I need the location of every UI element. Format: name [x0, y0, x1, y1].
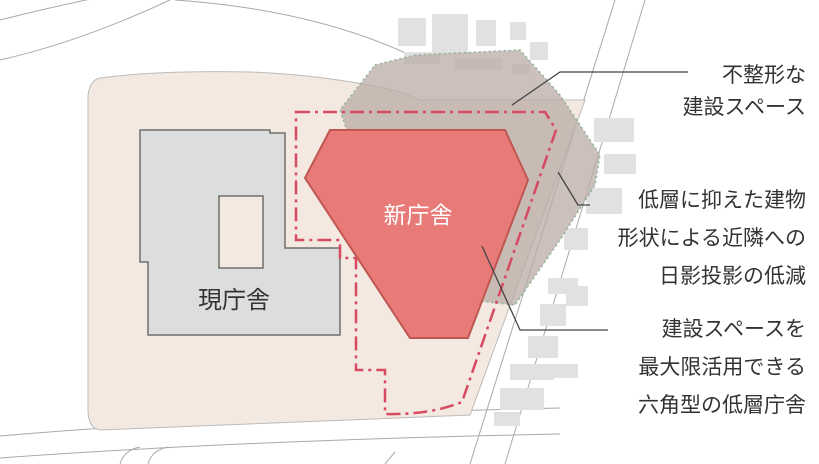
road-bottom-stub-1: [119, 446, 141, 464]
neighbor-building: [540, 304, 566, 326]
road-bottom-2: [0, 433, 561, 459]
neighbor-building: [566, 286, 588, 306]
neighbor-building: [510, 22, 526, 40]
road-bottom-stub-2: [147, 446, 169, 464]
neighbor-building: [548, 364, 578, 378]
new-hall-label: 新庁舎: [384, 203, 453, 229]
leader-lines: [481, 71, 688, 331]
neighbor-building: [510, 364, 554, 380]
new-hall-hexagon: [303, 129, 530, 339]
current-hall-label: 現庁舎: [198, 286, 270, 314]
leader-line-hexagon-design: [481, 245, 608, 331]
new-city-hall: 新庁舎: [303, 129, 530, 339]
annotation-low-rise-shadow-line-2: 形状による近隣への: [618, 226, 806, 250]
road-bottom-stub-3: [384, 451, 396, 464]
current-city-hall: 現庁舎: [139, 129, 341, 336]
leader-line-low-rise-shadow: [557, 171, 590, 206]
neighbor-building: [594, 118, 634, 142]
annotation-hexagon-design-line-3: 六角型の低層庁舎: [638, 393, 806, 417]
neighbor-building: [432, 14, 468, 54]
annotation-low-rise-shadow-line-1: 低層に抑えた建物: [638, 188, 806, 212]
neighbor-building: [564, 228, 588, 250]
annotation-irregular-space-line-1: 不整形な: [722, 63, 806, 87]
annotation-irregular-space-line-2: 建設スペース: [683, 95, 806, 119]
road-upper-arc: [174, 0, 421, 61]
construction-boundary-line: [294, 110, 558, 416]
neighbor-building: [398, 18, 426, 46]
road-curve: [0, 0, 89, 21]
neighbor-building: [530, 42, 548, 60]
leader-line-irregular-space: [511, 71, 688, 106]
neighbor-building: [528, 336, 558, 358]
neighbor-building: [494, 412, 520, 426]
annotation-hexagon-design-line-1: 建設スペースを: [662, 317, 806, 341]
road-curve-left: [0, 0, 171, 61]
neighbor-building: [586, 188, 622, 214]
current-hall-courtyard: [218, 195, 264, 269]
neighbor-building: [604, 154, 636, 174]
annotations: 不整形な 建設スペース 低層に抑えた建物 形状による近隣への 日影投影の低減 建…: [618, 63, 806, 417]
neighbor-building: [476, 20, 496, 46]
annotation-low-rise-shadow-line-3: 日影投影の低減: [659, 264, 806, 288]
annotation-hexagon-design-line-2: 最大限活用できる: [638, 355, 806, 379]
neighbor-building: [500, 388, 544, 410]
